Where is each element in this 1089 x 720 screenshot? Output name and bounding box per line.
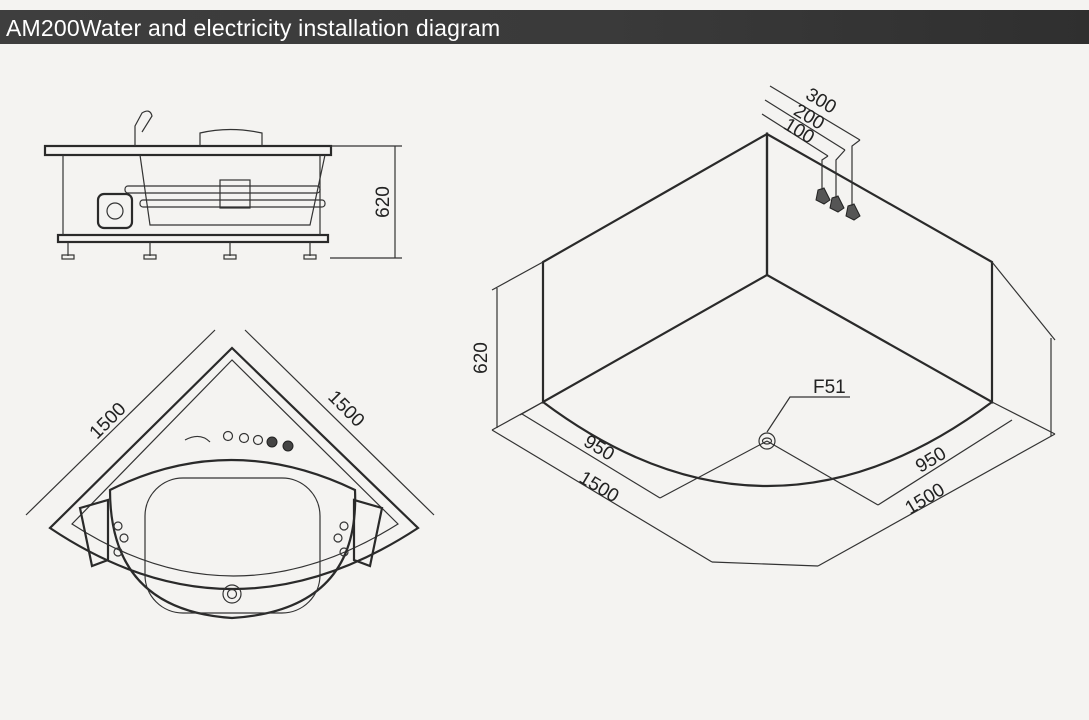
iso-dim-left-inner [521, 413, 661, 499]
iso-drain [758, 432, 776, 450]
side-pillow [199, 128, 263, 146]
iso-wall-right [765, 132, 994, 404]
iso-left-outer-label: 1500 [575, 467, 622, 507]
page-title: AM200Water and electricity installation … [6, 15, 501, 41]
iso-pipe-fittings [815, 187, 861, 221]
top-dim-left [25, 329, 216, 516]
iso-drain-leader [766, 396, 850, 433]
side-view: 620 [43, 110, 402, 260]
top-view: 1500 1500 [25, 329, 435, 620]
iso-view: 300 200 100 620 F51 950 1500 950 1500 [471, 84, 1056, 567]
top-outline-inner [71, 359, 399, 577]
top-outline [48, 346, 420, 590]
top-left-side-label: 1500 [86, 399, 131, 444]
top-dim-right [244, 329, 435, 516]
side-pipe-lower [139, 199, 326, 208]
iso-front-curve [542, 401, 993, 487]
side-pipe-upper [124, 185, 321, 194]
iso-left-inner-label: 950 [580, 431, 618, 465]
iso-height-ext-top [491, 261, 544, 291]
top-basin-floor [144, 477, 321, 614]
top-headrest-left [78, 498, 110, 568]
side-tub-body [139, 154, 326, 226]
top-basin [108, 459, 357, 620]
side-feet [61, 242, 317, 260]
top-right-side-label: 1500 [324, 387, 369, 432]
iso-dim-left-outer [491, 429, 713, 563]
side-base-frame [56, 233, 330, 244]
top-headrest-right [352, 498, 384, 568]
iso-height-label: 620 [471, 342, 492, 374]
side-pump [96, 192, 134, 230]
iso-dim-right-outer [817, 433, 1056, 567]
iso-drain-label: F51 [813, 377, 846, 398]
side-height-label: 620 [373, 186, 394, 218]
side-faucet [134, 110, 153, 146]
top-control-panel [184, 430, 294, 452]
iso-wall-left [541, 132, 769, 404]
iso-dim-right-inner [877, 419, 1013, 506]
iso-pipe-dim-lines [761, 85, 861, 206]
side-pump-rotor [106, 202, 124, 220]
top-drain [222, 584, 242, 604]
side-pipe-junction [219, 179, 251, 209]
top-jets [113, 521, 349, 557]
side-rim [43, 144, 333, 157]
title-bar: AM200Water and electricity installation … [0, 10, 1089, 44]
